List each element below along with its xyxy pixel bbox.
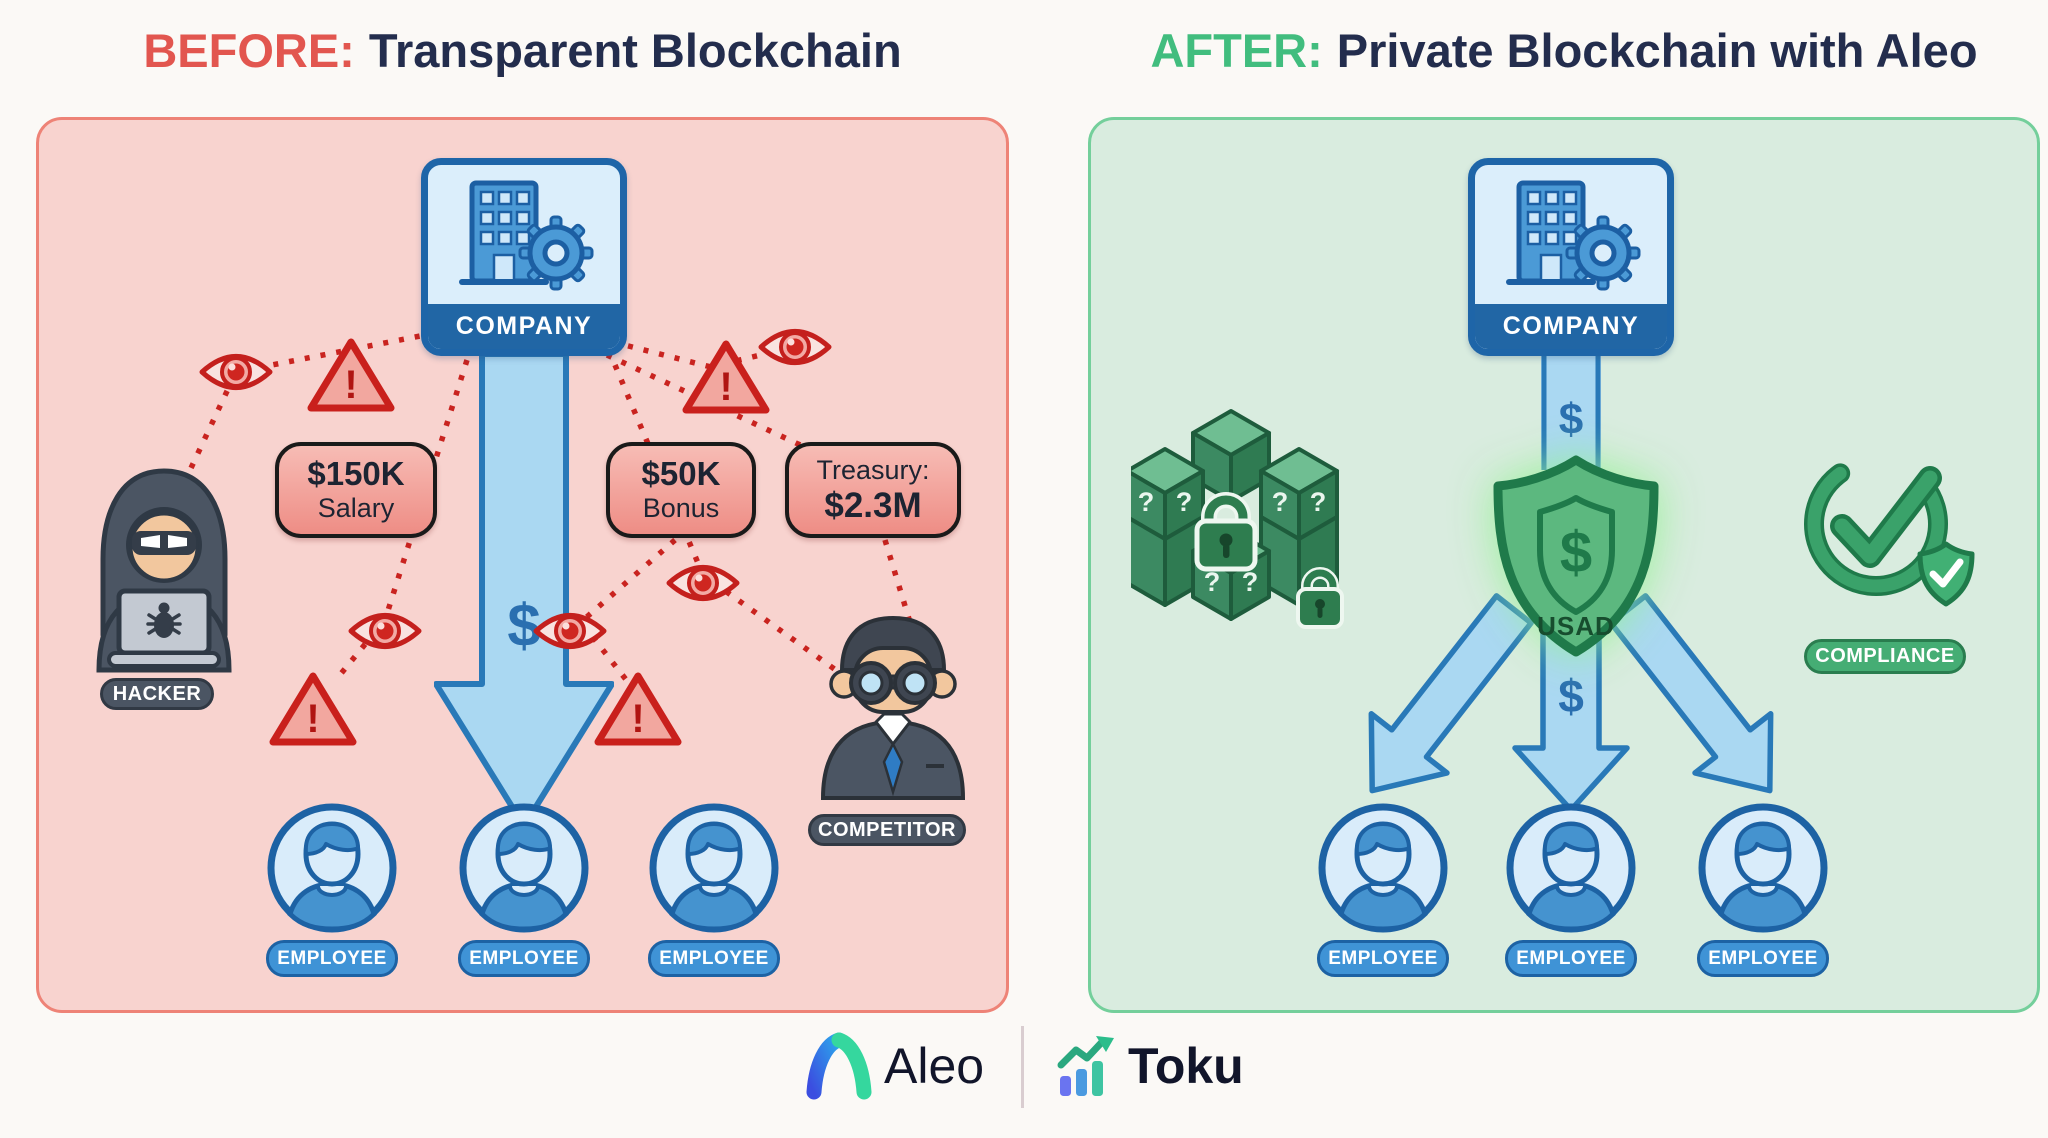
dollar-symbol: $ [1559, 395, 1583, 444]
dollar-symbol: $ [507, 592, 540, 659]
encrypted-blocks-icon: ? ? ? ? ? ? [1131, 409, 1344, 629]
employee-avatar-icon [1698, 803, 1828, 933]
distribution-arrows: $ [1368, 593, 1774, 813]
svg-text:!: ! [306, 697, 319, 741]
eye-icon [199, 354, 273, 390]
svg-text:?: ? [1138, 487, 1155, 517]
employee-label: EMPLOYEE [1317, 940, 1449, 977]
treasury-label: Treasury: [816, 455, 930, 486]
employee-avatar-icon [267, 803, 397, 933]
shield-dollar-icon: $ USAD [1493, 455, 1659, 657]
company-card: COMPANY [1468, 158, 1674, 356]
hacker-label: HACKER [100, 678, 214, 710]
bonus-label: Bonus [642, 493, 720, 524]
building-gear-icon [1475, 165, 1667, 304]
after-title-text: Private Blockchain with Aleo [1336, 23, 1978, 77]
compliance-check-icon [1804, 452, 1975, 607]
aleo-wordmark: Aleo [884, 1038, 985, 1094]
before-title-text: Transparent Blockchain [368, 23, 902, 77]
eye-icon [533, 613, 607, 649]
warning-triangle-icon: ! [682, 340, 770, 414]
shield-dollar-symbol: $ [1560, 520, 1592, 585]
toku-logo-icon [1057, 1036, 1114, 1096]
employee-label: EMPLOYEE [1697, 940, 1829, 977]
money-arrow-icon: $ [434, 354, 614, 829]
aleo-logo-icon [806, 1032, 872, 1100]
warning-triangle-icon: ! [594, 672, 682, 746]
employee-avatar-icon [1318, 803, 1448, 933]
before-prefix: BEFORE: [143, 23, 355, 77]
salary-amount: $150K [307, 455, 405, 493]
shield-label: USAD [1537, 611, 1615, 641]
eye-icon [666, 565, 740, 601]
padlock-icon [1194, 492, 1258, 572]
bonus-amount: $50K [641, 455, 721, 493]
employee-label: EMPLOYEE [648, 940, 780, 977]
eye-icon [348, 613, 422, 649]
salary-label: Salary [317, 493, 395, 524]
compliance-label: COMPLIANCE [1804, 639, 1966, 674]
hacker-icon [96, 468, 232, 673]
before-panel: $ [36, 117, 1009, 1013]
svg-text:?: ? [1242, 567, 1259, 597]
competitor-binoculars-icon [820, 615, 966, 800]
dollar-symbol: $ [1558, 670, 1584, 722]
padlock-icon [1296, 567, 1344, 629]
svg-text:?: ? [1176, 487, 1193, 517]
employee-label: EMPLOYEE [1505, 940, 1637, 977]
company-label: COMPANY [1475, 304, 1667, 349]
after-title: AFTER: Private Blockchain with Aleo [1088, 18, 2040, 82]
svg-text:?: ? [1310, 487, 1327, 517]
warning-triangle-icon: ! [307, 338, 395, 412]
eye-icon [758, 329, 832, 365]
company-card: COMPANY [421, 158, 627, 356]
treasury-amount: $2.3M [824, 485, 922, 525]
after-panel: $ $ [1088, 117, 2040, 1013]
treasury-badge: Treasury: $2.3M [785, 442, 961, 538]
svg-text:!: ! [719, 365, 732, 409]
before-title: BEFORE: Transparent Blockchain [36, 18, 1009, 82]
employee-avatar-icon [649, 803, 779, 933]
employee-label: EMPLOYEE [458, 940, 590, 977]
svg-text:!: ! [631, 697, 644, 741]
svg-text:?: ? [1204, 567, 1221, 597]
warning-triangle-icon: ! [269, 672, 357, 746]
employee-avatar-icon [459, 803, 589, 933]
competitor-label: COMPETITOR [808, 814, 966, 846]
bonus-badge: $50K Bonus [606, 442, 756, 538]
money-band: $ [1541, 356, 1601, 470]
employee-avatar-icon [1506, 803, 1636, 933]
toku-wordmark: Toku [1128, 1038, 1244, 1094]
salary-badge: $150K Salary [275, 442, 437, 538]
employee-label: EMPLOYEE [266, 940, 398, 977]
bug-icon [146, 602, 182, 638]
company-label: COMPANY [428, 304, 620, 349]
after-prefix: AFTER: [1150, 23, 1323, 77]
footer-divider [1021, 1026, 1024, 1108]
svg-text:?: ? [1272, 487, 1289, 517]
svg-text:!: ! [344, 363, 357, 407]
building-gear-icon [428, 165, 620, 304]
